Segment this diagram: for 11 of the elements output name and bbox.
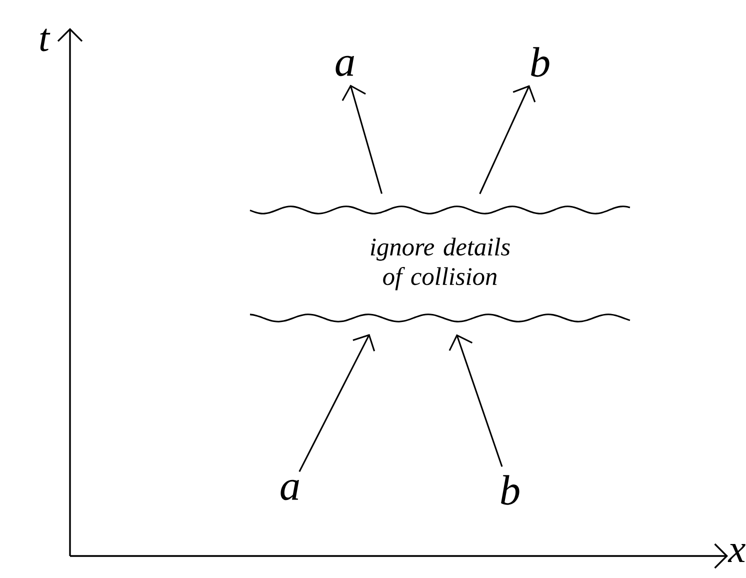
particle-label: b xyxy=(531,47,550,77)
particle-label: a xyxy=(336,56,354,76)
arrow xyxy=(479,85,536,194)
collision-band: ignore details of collision xyxy=(250,206,630,322)
particle-label: b xyxy=(501,475,520,505)
arrow xyxy=(298,334,376,472)
axis-label: x xyxy=(728,544,746,562)
arrow xyxy=(448,334,503,467)
particle-label: a xyxy=(280,480,299,500)
axis-label: t xyxy=(40,28,50,52)
arrow xyxy=(342,84,382,194)
